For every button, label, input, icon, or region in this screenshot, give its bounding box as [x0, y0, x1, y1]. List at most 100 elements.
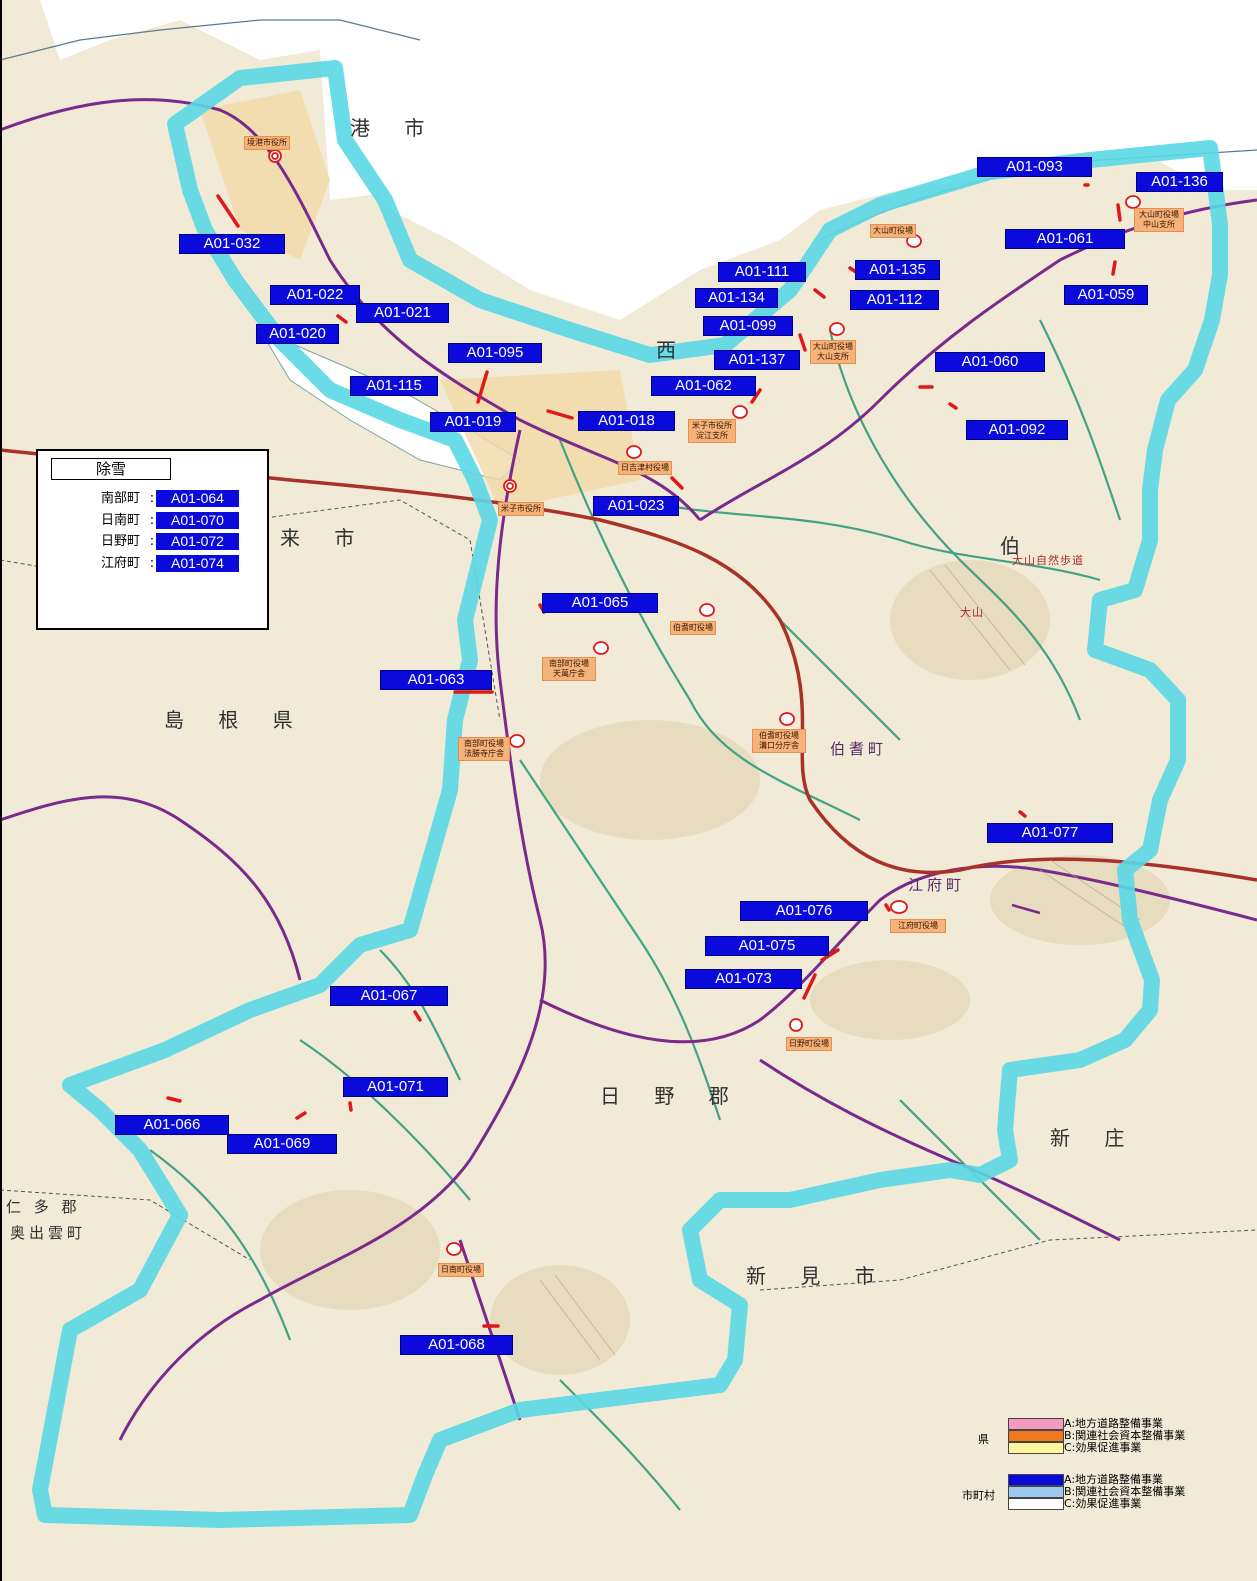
place-shinjo: 新 庄 — [1050, 1126, 1139, 1150]
place-kofu-town: 江府町 — [908, 876, 966, 894]
project-label-a01-073[interactable]: A01-073 — [685, 969, 802, 989]
legend-swatch — [1008, 1498, 1064, 1510]
snow-row: 南部町 : A01-064 — [38, 489, 267, 509]
facility-hoki-mizoguchi: 伯耆町役場 溝口分庁舎 — [752, 729, 806, 753]
place-daisen-park: 大山自然歩道 — [1012, 554, 1084, 567]
snow-removal-title: 除雪 — [51, 458, 171, 480]
facility-kofu-office: 江府町役場 — [890, 919, 946, 933]
legend-item-text: C:効果促進事業 — [1064, 1441, 1142, 1454]
legend-municipality: 市町村 A:地方道路整備事業 B:関連社会資本整備事業 C:効果促進事業 — [960, 1474, 1230, 1514]
project-label-a01-018[interactable]: A01-018 — [578, 411, 675, 431]
legend-item-text: B:関連社会資本整備事業 — [1064, 1485, 1186, 1498]
project-label-a01-059[interactable]: A01-059 — [1064, 285, 1148, 305]
snow-row: 江府町 : A01-074 — [38, 554, 267, 574]
project-label-a01-077[interactable]: A01-077 — [987, 823, 1113, 843]
place-hakuho: 伯 — [1000, 534, 1034, 558]
project-label-a01-112[interactable]: A01-112 — [850, 290, 939, 310]
office-markers — [268, 149, 1141, 1256]
snow-colon: : — [149, 513, 155, 528]
legend-swatch — [1008, 1474, 1064, 1486]
mountain-relief — [260, 560, 1170, 1375]
project-label-a01-065[interactable]: A01-065 — [542, 593, 658, 613]
legend-group-label: 市町村 — [962, 1489, 995, 1502]
snow-code[interactable]: A01-064 — [156, 490, 239, 507]
snow-code[interactable]: A01-074 — [156, 555, 239, 572]
local-roads — [149, 319, 1122, 1511]
snow-colon: : — [149, 534, 155, 549]
legend-item-text: B:関連社会資本整備事業 — [1064, 1429, 1186, 1442]
project-label-a01-075[interactable]: A01-075 — [705, 936, 829, 956]
snow-colon: : — [149, 556, 155, 571]
place-nitago: 仁 多 郡 — [6, 1198, 81, 1216]
project-segments — [166, 183, 1122, 1328]
project-label-a01-137[interactable]: A01-137 — [714, 350, 800, 370]
legend-swatch — [1008, 1418, 1064, 1430]
legend-swatch — [1008, 1442, 1064, 1454]
place-hino-gun: 日 野 郡 — [600, 1084, 743, 1108]
page-left-border — [0, 0, 2, 1581]
national-routes — [0, 98, 1257, 1441]
facility-daisen-office: 大山町役場 — [870, 224, 916, 238]
snow-town: 南部町 — [100, 491, 140, 506]
snow-code[interactable]: A01-070 — [156, 512, 239, 529]
snow-removal-panel: 除雪 南部町 : A01-064 日南町 : A01-070 日野町 : A01… — [36, 449, 269, 630]
place-sakaiminato: 港 市 — [350, 116, 439, 140]
main-route — [0, 448, 1257, 882]
place-yonago: 来 市 — [280, 526, 369, 550]
legend-swatch — [1008, 1486, 1064, 1498]
snow-town: 日南町 — [100, 513, 140, 528]
facility-sakaiminato-office: 境港市役所 — [244, 136, 290, 150]
snow-row: 日南町 : A01-070 — [38, 511, 267, 531]
sea-area — [330, 30, 1160, 320]
legend-prefecture: 県 A:地方道路整備事業 B:関連社会資本整備事業 C:効果促進事業 — [960, 1418, 1230, 1458]
project-label-a01-021[interactable]: A01-021 — [356, 303, 449, 323]
snow-code[interactable]: A01-072 — [156, 533, 239, 550]
legend-item-text: A:地方道路整備事業 — [1064, 1473, 1164, 1486]
project-label-a01-066[interactable]: A01-066 — [115, 1115, 229, 1135]
project-label-a01-092[interactable]: A01-092 — [966, 420, 1068, 440]
project-label-a01-022[interactable]: A01-022 — [270, 285, 360, 305]
legend-group-label: 県 — [978, 1433, 989, 1446]
place-hoki-town: 伯耆町 — [830, 740, 888, 758]
project-label-a01-135[interactable]: A01-135 — [855, 260, 940, 280]
project-label-a01-076[interactable]: A01-076 — [740, 901, 868, 921]
facility-daisen-branch: 大山町役場 大山支所 — [810, 340, 856, 364]
project-label-a01-095[interactable]: A01-095 — [448, 343, 542, 363]
facility-nanbu-tenman: 南部町役場 天萬庁舎 — [542, 657, 596, 681]
facility-yodoe-branch: 米子市役所 淀江支所 — [688, 419, 736, 443]
project-label-a01-023[interactable]: A01-023 — [593, 496, 679, 516]
project-label-a01-020[interactable]: A01-020 — [256, 324, 339, 344]
project-label-a01-061[interactable]: A01-061 — [1005, 229, 1125, 249]
legend-swatch — [1008, 1430, 1064, 1442]
urban-areas — [200, 90, 640, 510]
project-label-a01-111[interactable]: A01-111 — [718, 262, 806, 282]
place-shimane: 島 根 県 — [164, 708, 307, 732]
project-label-a01-136[interactable]: A01-136 — [1136, 172, 1223, 192]
project-label-a01-019[interactable]: A01-019 — [430, 412, 516, 432]
project-label-a01-071[interactable]: A01-071 — [343, 1077, 448, 1097]
project-label-a01-069[interactable]: A01-069 — [227, 1134, 337, 1154]
snow-row: 日野町 : A01-072 — [38, 532, 267, 552]
route-segment — [1011, 903, 1041, 915]
project-label-a01-067[interactable]: A01-067 — [330, 986, 448, 1006]
project-label-a01-115[interactable]: A01-115 — [350, 376, 438, 396]
place-okuizumo: 奥出雲町 — [10, 1224, 87, 1242]
facility-nakayama-branch: 大山町役場 中山支所 — [1134, 208, 1184, 232]
facility-hino-office: 日野町役場 — [786, 1037, 832, 1051]
project-label-a01-099[interactable]: A01-099 — [703, 316, 793, 336]
project-label-a01-060[interactable]: A01-060 — [935, 352, 1045, 372]
snow-colon: : — [149, 491, 155, 506]
legend-item-text: C:効果促進事業 — [1064, 1497, 1142, 1510]
project-label-a01-093[interactable]: A01-093 — [977, 157, 1092, 177]
snow-town: 日野町 — [100, 534, 140, 549]
project-label-a01-032[interactable]: A01-032 — [179, 234, 285, 254]
project-label-a01-062[interactable]: A01-062 — [651, 376, 756, 396]
project-label-a01-063[interactable]: A01-063 — [380, 670, 492, 690]
facility-nichinan-office: 日南町役場 — [438, 1263, 484, 1277]
facility-hoki-office: 伯耆町役場 — [670, 621, 716, 635]
place-niimi: 新 見 市 — [746, 1264, 889, 1288]
project-label-a01-068[interactable]: A01-068 — [400, 1335, 513, 1355]
place-daisen-peak: 大山 — [960, 606, 984, 619]
project-label-a01-134[interactable]: A01-134 — [695, 288, 778, 308]
